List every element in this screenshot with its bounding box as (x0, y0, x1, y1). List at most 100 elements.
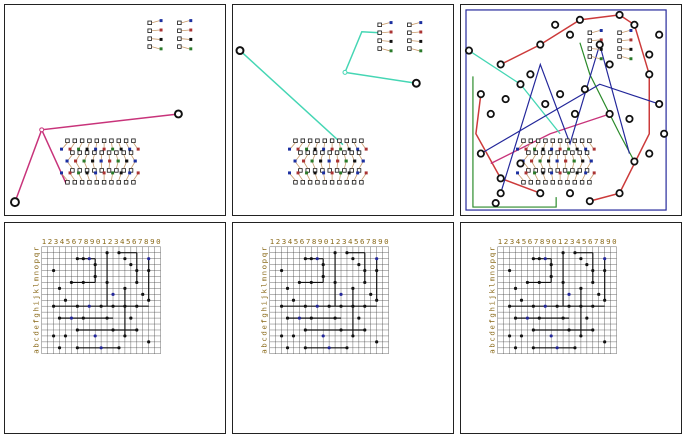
grid-dot (363, 268, 367, 273)
pin-lead (572, 161, 575, 169)
grid-dot (345, 251, 349, 255)
via-ring (476, 90, 485, 99)
red-trace-2 (475, 94, 541, 194)
pin-end (60, 147, 63, 151)
grid-dot (561, 316, 565, 320)
pin-pad (540, 150, 546, 155)
grid-dot (75, 304, 79, 308)
pin-end (77, 147, 81, 151)
pin-pad (550, 180, 555, 185)
blue-border-trace (465, 9, 667, 211)
pin-pad (106, 168, 112, 173)
pin-pad (84, 150, 90, 155)
pin-end (558, 147, 562, 151)
column-header: 12345678901234567890 (42, 237, 161, 246)
grid-dot (93, 274, 97, 279)
row-header: abcdefghijklmnopqr (32, 246, 41, 354)
grid-dot (81, 257, 85, 261)
bend-node (39, 127, 45, 133)
pin-end (599, 47, 603, 51)
pin-end (575, 171, 579, 175)
via-ring (536, 189, 545, 198)
pin-pad (87, 138, 92, 143)
via-ring (501, 95, 510, 104)
grid-dots (280, 251, 379, 350)
pin-pad (535, 180, 541, 185)
pin-end (159, 47, 163, 51)
grid-dot (303, 304, 307, 308)
grid-dot (549, 263, 553, 267)
cyan-trace (239, 50, 344, 146)
pin-pad (521, 180, 526, 185)
grid-dot (111, 292, 115, 296)
pin-end (572, 159, 576, 163)
pink-trace (490, 113, 610, 165)
pin-lead (133, 173, 139, 181)
grid-dot (280, 268, 284, 273)
grid-dot (339, 292, 343, 296)
pin-lead (116, 161, 119, 169)
pin-end (102, 147, 106, 151)
grid-dot (63, 298, 68, 302)
pin-pad (407, 22, 412, 27)
pin-lead (574, 173, 578, 181)
chip-top-row (60, 138, 140, 151)
pin-pad (109, 138, 114, 143)
grid-dot (297, 280, 301, 285)
pin-lead (151, 46, 160, 50)
grid-dot (591, 328, 595, 332)
via-ring (411, 78, 421, 88)
via-ring (645, 149, 654, 158)
grid-dot (375, 340, 379, 344)
grid-dot (135, 328, 139, 332)
pin-pad (548, 150, 553, 155)
pin-lead (66, 161, 73, 169)
grid-dot (285, 286, 290, 290)
bend-node (342, 69, 348, 75)
grid-dot (141, 292, 145, 296)
pin-lead (181, 46, 190, 50)
pin-lead (591, 39, 600, 42)
schematic-step-1 (10, 19, 193, 208)
panel-top-2 (232, 4, 454, 216)
pin-lead (358, 161, 364, 169)
grid-dot (57, 286, 62, 290)
via-ring (496, 60, 505, 69)
pin-lead (111, 173, 114, 181)
via-ring (491, 199, 500, 208)
pin-end (319, 159, 323, 163)
grid-dot (573, 251, 577, 255)
pin-pad (565, 180, 570, 185)
pin-pad (327, 168, 332, 173)
via-ring (575, 15, 584, 24)
pink-trace (14, 113, 179, 203)
pin-lead (589, 173, 595, 181)
pin-end (533, 147, 537, 151)
pin-end (102, 171, 106, 175)
pin-pad (584, 150, 590, 155)
via-ring (645, 50, 654, 59)
pin-lead (311, 161, 316, 169)
pin-pad (526, 168, 531, 173)
pin-pad (579, 138, 585, 143)
route-segments (281, 252, 378, 349)
grid-dot (93, 263, 97, 267)
via-ring (10, 197, 20, 208)
pin-lead (591, 56, 600, 60)
grid-dot (363, 328, 367, 332)
grid-dot (321, 274, 325, 279)
pin-lead (336, 161, 339, 169)
pin-pad (407, 30, 412, 35)
pin-end (119, 147, 123, 151)
pin-lead (542, 173, 546, 181)
pin-pad (407, 46, 412, 51)
pin-pad (359, 138, 364, 143)
grid-dot (369, 292, 373, 296)
pin-pad (315, 180, 320, 185)
pin-pad (101, 138, 107, 143)
pin-end (288, 171, 291, 175)
pin-end (516, 147, 519, 151)
grid-dot (75, 346, 79, 350)
